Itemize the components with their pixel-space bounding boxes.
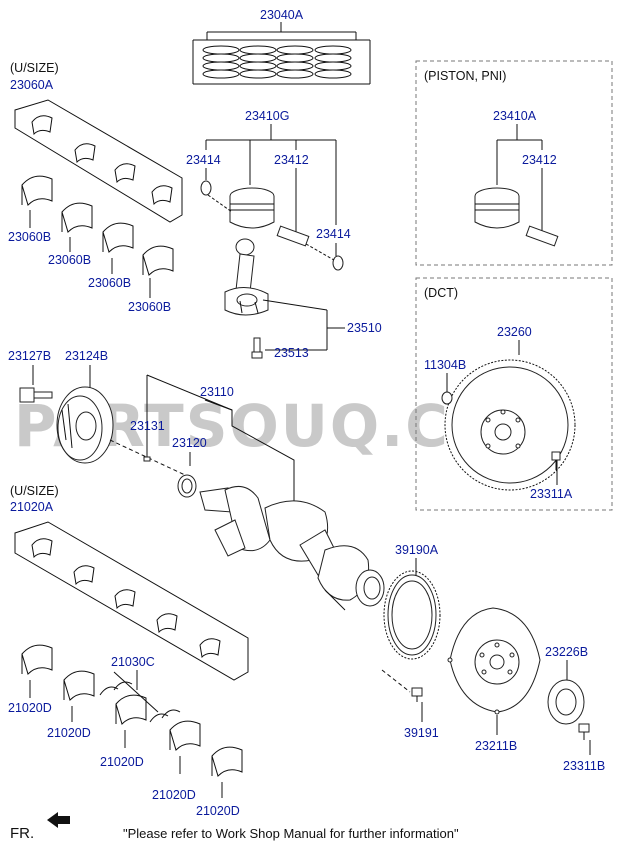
drive-plate-bolt-drawing: [411, 687, 423, 702]
label-21020D-4[interactable]: 21020D: [152, 788, 196, 802]
label-23211B[interactable]: 23211B: [475, 739, 517, 753]
label-23414-a[interactable]: 23414: [186, 153, 221, 167]
dct-title: (DCT): [424, 286, 458, 300]
label-23124B[interactable]: 23124B: [65, 349, 108, 363]
label-23311A[interactable]: 23311A: [530, 487, 573, 501]
crankshaft-drawing: [199, 485, 385, 611]
label-21020D-5[interactable]: 21020D: [196, 804, 240, 818]
label-21020D-3[interactable]: 21020D: [100, 755, 144, 769]
connecting-rod-drawing: [224, 238, 269, 316]
label-39191[interactable]: 39191: [404, 726, 439, 740]
label-23226B[interactable]: 23226B: [545, 645, 588, 659]
label-23120[interactable]: 23120: [172, 436, 207, 450]
front-arrow-icon: [47, 812, 70, 828]
key-and-gear-drawing: [143, 456, 197, 498]
dct-panel: [415, 277, 613, 511]
label-21020A[interactable]: 21020A: [10, 500, 54, 514]
drive-plate-bolt-2-drawing: [578, 723, 590, 740]
label-23060B-3[interactable]: 23060B: [88, 276, 131, 290]
label-21020D-2[interactable]: 21020D: [47, 726, 91, 740]
usize-label-top: (U/SIZE): [10, 61, 59, 75]
label-23127B[interactable]: 23127B: [8, 349, 51, 363]
lower-shells-drawing: [21, 644, 243, 777]
label-23412-b[interactable]: 23412: [522, 153, 557, 167]
label-23060B-1[interactable]: 23060B: [8, 230, 51, 244]
drive-plate-drawing: [447, 607, 541, 715]
main-bearing-shells-upper: [31, 115, 173, 206]
rod-bolt-drawing: [251, 337, 263, 359]
piston-ring-set-drawing: [192, 22, 371, 85]
label-21030C[interactable]: 21030C: [111, 655, 155, 669]
label-23060A[interactable]: 23060A: [10, 78, 54, 92]
flywheel-drawing: [441, 359, 576, 491]
label-23414-b[interactable]: 23414: [316, 227, 351, 241]
label-23412-a[interactable]: 23412: [274, 153, 309, 167]
main-bearing-upper-strip: [14, 99, 183, 223]
label-23311B[interactable]: 23311B: [563, 759, 605, 773]
piston-drawing: [200, 180, 344, 271]
label-11304B[interactable]: 11304B: [424, 358, 466, 372]
label-23513[interactable]: 23513: [274, 346, 309, 360]
label-23060B-4[interactable]: 23060B: [128, 300, 171, 314]
ring-gear-drawing: [383, 570, 441, 660]
main-bearing-shells-lower: [31, 538, 221, 659]
label-23110[interactable]: 23110: [200, 385, 234, 399]
usize-label-bottom: (U/SIZE): [10, 484, 59, 498]
label-39190A[interactable]: 39190A: [395, 543, 439, 557]
label-23410G[interactable]: 23410G: [245, 109, 289, 123]
label-23510[interactable]: 23510: [347, 321, 382, 335]
front-direction-label: FR.: [10, 825, 34, 842]
label-23040A[interactable]: 23040A: [260, 8, 304, 22]
label-23131[interactable]: 23131: [130, 419, 165, 433]
pni-piston-drawing: [474, 187, 559, 247]
label-21020D-1[interactable]: 21020D: [8, 701, 52, 715]
main-bearing-lower-strip: [14, 521, 249, 681]
adapter-plate-drawing: [547, 679, 585, 725]
piston-pni-panel: [415, 60, 613, 266]
main-bearing-lower-shells: [21, 175, 174, 276]
label-23260[interactable]: 23260: [497, 325, 532, 339]
label-23410A[interactable]: 23410A: [493, 109, 537, 123]
pulley-bolt-drawing: [19, 387, 53, 403]
footer-note: "Please refer to Work Shop Manual for fu…: [123, 826, 459, 841]
label-23060B-2[interactable]: 23060B: [48, 253, 91, 267]
thrust-washers-drawing: [99, 681, 181, 723]
crank-pulley-drawing: [56, 386, 114, 464]
piston-pni-title: (PISTON, PNI): [424, 69, 506, 83]
